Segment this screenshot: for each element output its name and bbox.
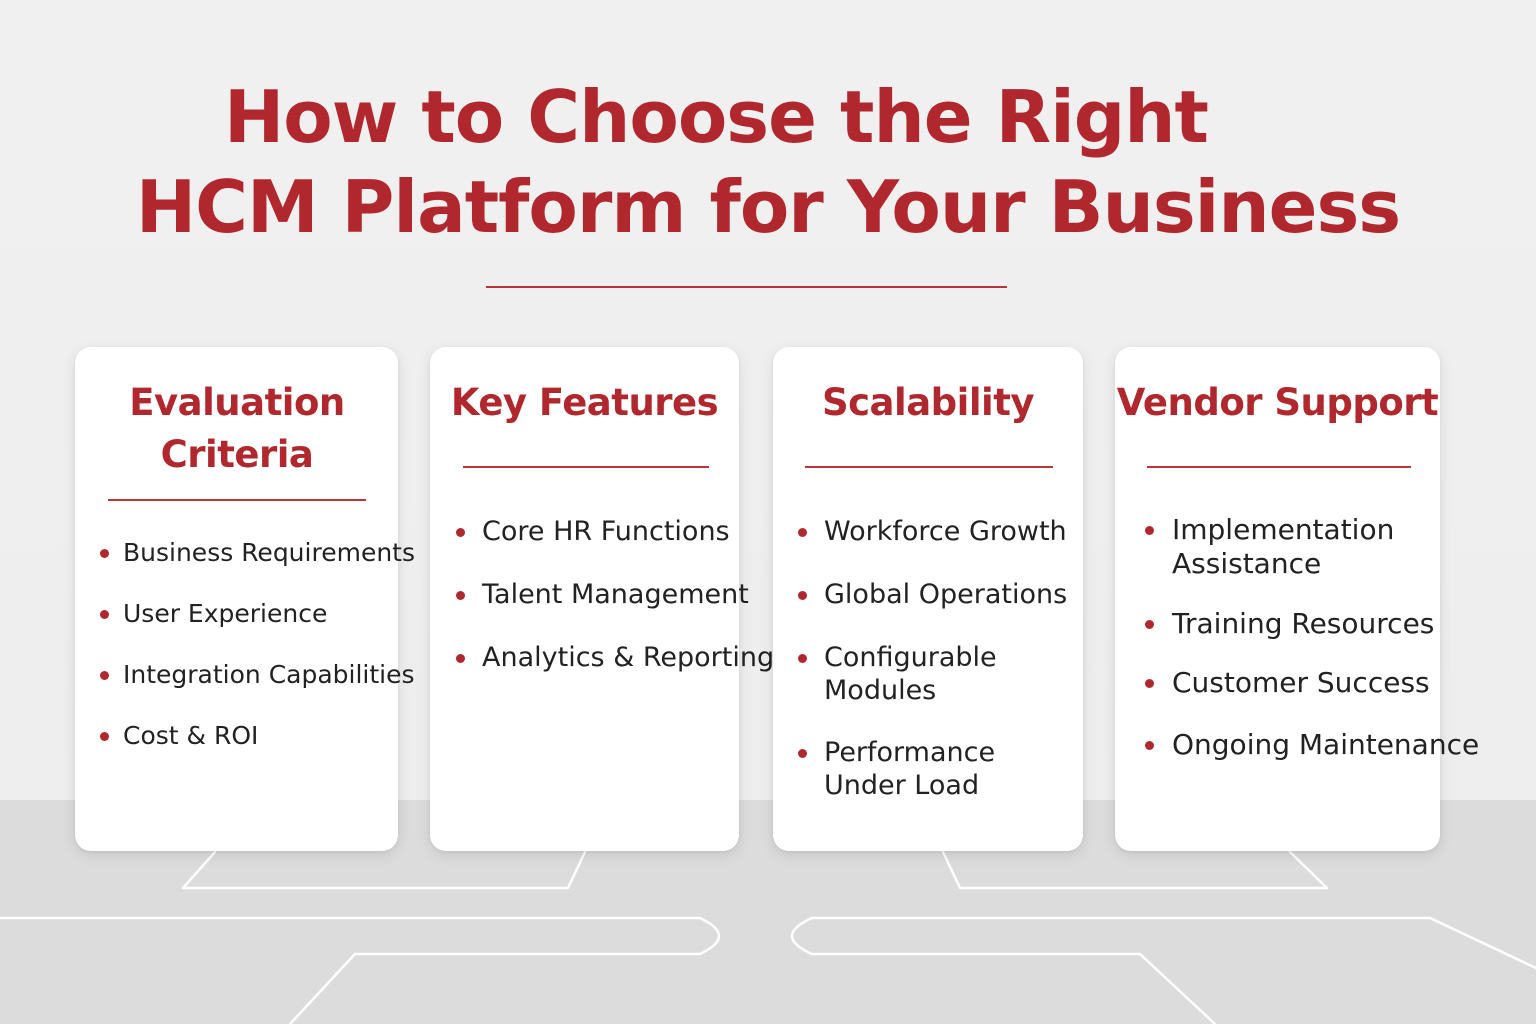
bullet-icon	[456, 654, 465, 663]
bullet-icon	[100, 610, 109, 619]
list-item-text: Analytics & Reporting	[482, 642, 775, 673]
list-item: Business Requirements	[100, 537, 415, 569]
list-item-text: Global Operations	[824, 579, 1068, 610]
list-item-text: Implementation Assistance	[1172, 513, 1395, 580]
card-evaluation-criteria: Evaluation Criteria Business Requirement…	[75, 347, 415, 851]
list-item-text: Integration Capabilities	[123, 660, 415, 689]
list-item: User Experience	[100, 598, 327, 630]
list-item: Implementation Assistance	[1145, 513, 1405, 581]
list-item-text: Training Resources	[1172, 607, 1435, 640]
card-divider	[108, 499, 366, 501]
floor-lines-decoration	[0, 850, 1536, 1024]
list-item-text: Core HR Functions	[482, 516, 730, 547]
title-divider	[486, 286, 1007, 288]
list-item-text: Talent Management	[482, 579, 749, 610]
list-item: Analytics & Reporting	[456, 641, 774, 675]
card-title: Key Features	[450, 381, 719, 424]
bullet-icon	[100, 732, 109, 741]
card-divider	[463, 466, 709, 468]
list-item-text: Business Requirements	[123, 538, 415, 567]
list-item: Core HR Functions	[456, 515, 730, 549]
bullet-icon	[100, 549, 109, 558]
card-title: Vendor Support	[1116, 381, 1439, 424]
card-vendor-support: Vendor Support Implementation Assistance…	[1115, 347, 1479, 851]
bullet-icon	[456, 591, 465, 600]
list-item: Global Operations	[798, 578, 1067, 612]
list-item-text: Customer Success	[1172, 666, 1430, 699]
list-item: Talent Management	[456, 578, 749, 612]
list-item: Cost & ROI	[100, 720, 258, 752]
list-item: Workforce Growth	[798, 515, 1067, 549]
list-item: Integration Capabilities	[100, 659, 415, 691]
title-line-2: HCM Platform for Your Business	[135, 165, 1401, 249]
list-item-text: Workforce Growth	[824, 516, 1067, 547]
list-item: Ongoing Maintenance	[1145, 728, 1479, 762]
card-title: Scalability	[821, 381, 1035, 424]
list-item: Customer Success	[1145, 666, 1430, 700]
card-divider	[805, 466, 1053, 468]
list-item-text: Ongoing Maintenance	[1172, 728, 1480, 761]
list-item: Training Resources	[1145, 607, 1434, 641]
bullet-icon	[798, 654, 807, 663]
card-title: Evaluation Criteria	[129, 381, 345, 476]
card-divider	[1147, 466, 1411, 468]
bullet-icon	[1145, 526, 1154, 535]
bullet-icon	[798, 528, 807, 537]
bullet-icon	[100, 671, 109, 680]
title-line-1: How to Choose the Right	[224, 75, 1209, 159]
card-scalability: Scalability Workforce Growth Global Oper…	[773, 347, 1083, 851]
bullet-icon	[798, 591, 807, 600]
list-item: Configurable Modules	[798, 641, 1018, 707]
list-item-text: Cost & ROI	[123, 721, 259, 750]
bullet-icon	[1145, 741, 1154, 750]
card-key-features: Key Features Core HR Functions Talent Ma…	[430, 347, 774, 851]
list-item: Performance Under Load	[798, 736, 1078, 802]
page-title: How to Choose the Right HCM Platform for…	[0, 72, 1536, 252]
bullet-icon	[456, 528, 465, 537]
list-item-text: User Experience	[123, 599, 328, 628]
list-item-text: Configurable Modules	[824, 642, 997, 706]
bullet-icon	[1145, 620, 1154, 629]
list-item-text: Performance Under Load	[824, 737, 996, 801]
bullet-icon	[798, 749, 807, 758]
bullet-icon	[1145, 679, 1154, 688]
